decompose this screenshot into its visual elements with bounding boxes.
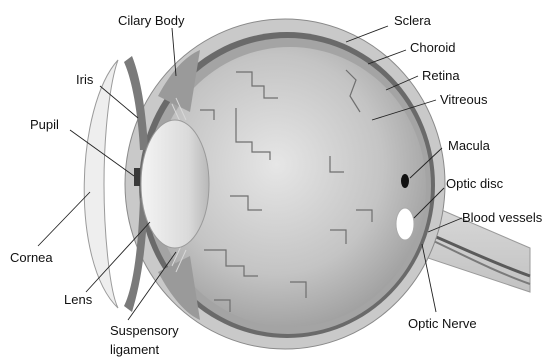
label-macula: Macula <box>448 138 491 153</box>
label-lens: Lens <box>64 292 93 307</box>
label-iris: Iris <box>76 72 94 87</box>
pupil-shape <box>134 168 140 186</box>
label-suspensory-ligament-line1: Suspensory <box>110 323 179 338</box>
label-ciliary-body: Cilary Body <box>118 13 185 28</box>
macula-spot <box>401 174 409 188</box>
label-optic-nerve: Optic Nerve <box>408 316 477 331</box>
label-sclera: Sclera <box>394 13 432 28</box>
optic-disc-shape <box>396 208 414 240</box>
label-optic-disc: Optic disc <box>446 176 504 191</box>
label-suspensory-ligament-line2: ligament <box>110 342 160 357</box>
label-pupil: Pupil <box>30 117 59 132</box>
label-retina: Retina <box>422 68 460 83</box>
label-choroid: Choroid <box>410 40 456 55</box>
lens-shape <box>141 120 209 248</box>
label-blood-vessels: Blood vessels <box>462 210 543 225</box>
label-cornea: Cornea <box>10 250 53 265</box>
label-vitreous: Vitreous <box>440 92 488 107</box>
